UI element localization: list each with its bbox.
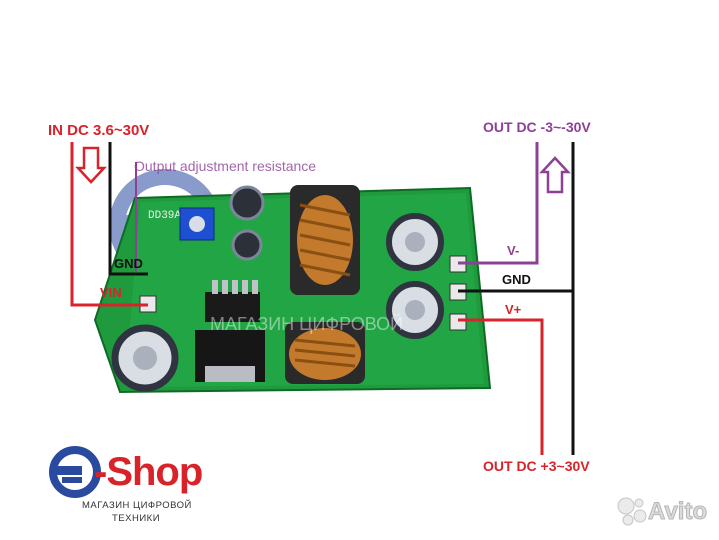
out-dc-negative-label: OUT DC -3~-30V (483, 119, 591, 135)
v-plus-label: V+ (505, 302, 522, 317)
gshop-subtitle-line2: ТЕХНИКИ (112, 513, 161, 524)
inductor-bottom (285, 322, 365, 384)
avito-logo-icon (617, 497, 647, 526)
pcb-board: DD39AJP (93, 185, 492, 394)
output-wiring (458, 142, 575, 455)
board-watermark: МАГАЗИН ЦИФРОВОЙ (210, 313, 403, 334)
gnd-in-label: GND (114, 256, 143, 271)
inductor-top (290, 185, 360, 295)
output-adjustment-label: Output adjustment resistance (134, 158, 317, 174)
out-dc-positive-label: OUT DC +3~30V (483, 458, 590, 474)
output-arrow-icon (539, 156, 571, 194)
regulator-ic (195, 280, 265, 382)
gshop-subtitle-line1: МАГАЗИН ЦИФРОВОЙ (82, 500, 192, 511)
input-capacitor (111, 324, 179, 392)
input-arrow-icon (75, 146, 107, 184)
output-capacitors (386, 213, 444, 339)
gshop-logo (49, 446, 101, 498)
in-dc-label: IN DC 3.6~30V (48, 122, 150, 139)
avito-watermark-text: Avito (647, 498, 708, 526)
vin-label: VIN (100, 285, 122, 300)
gnd-out-label: GND (502, 272, 531, 287)
v-minus-label: V- (507, 243, 520, 258)
gshop-logo-text: -Shop (94, 450, 203, 494)
input-wiring (70, 142, 148, 307)
v-plus-pad (449, 313, 467, 331)
